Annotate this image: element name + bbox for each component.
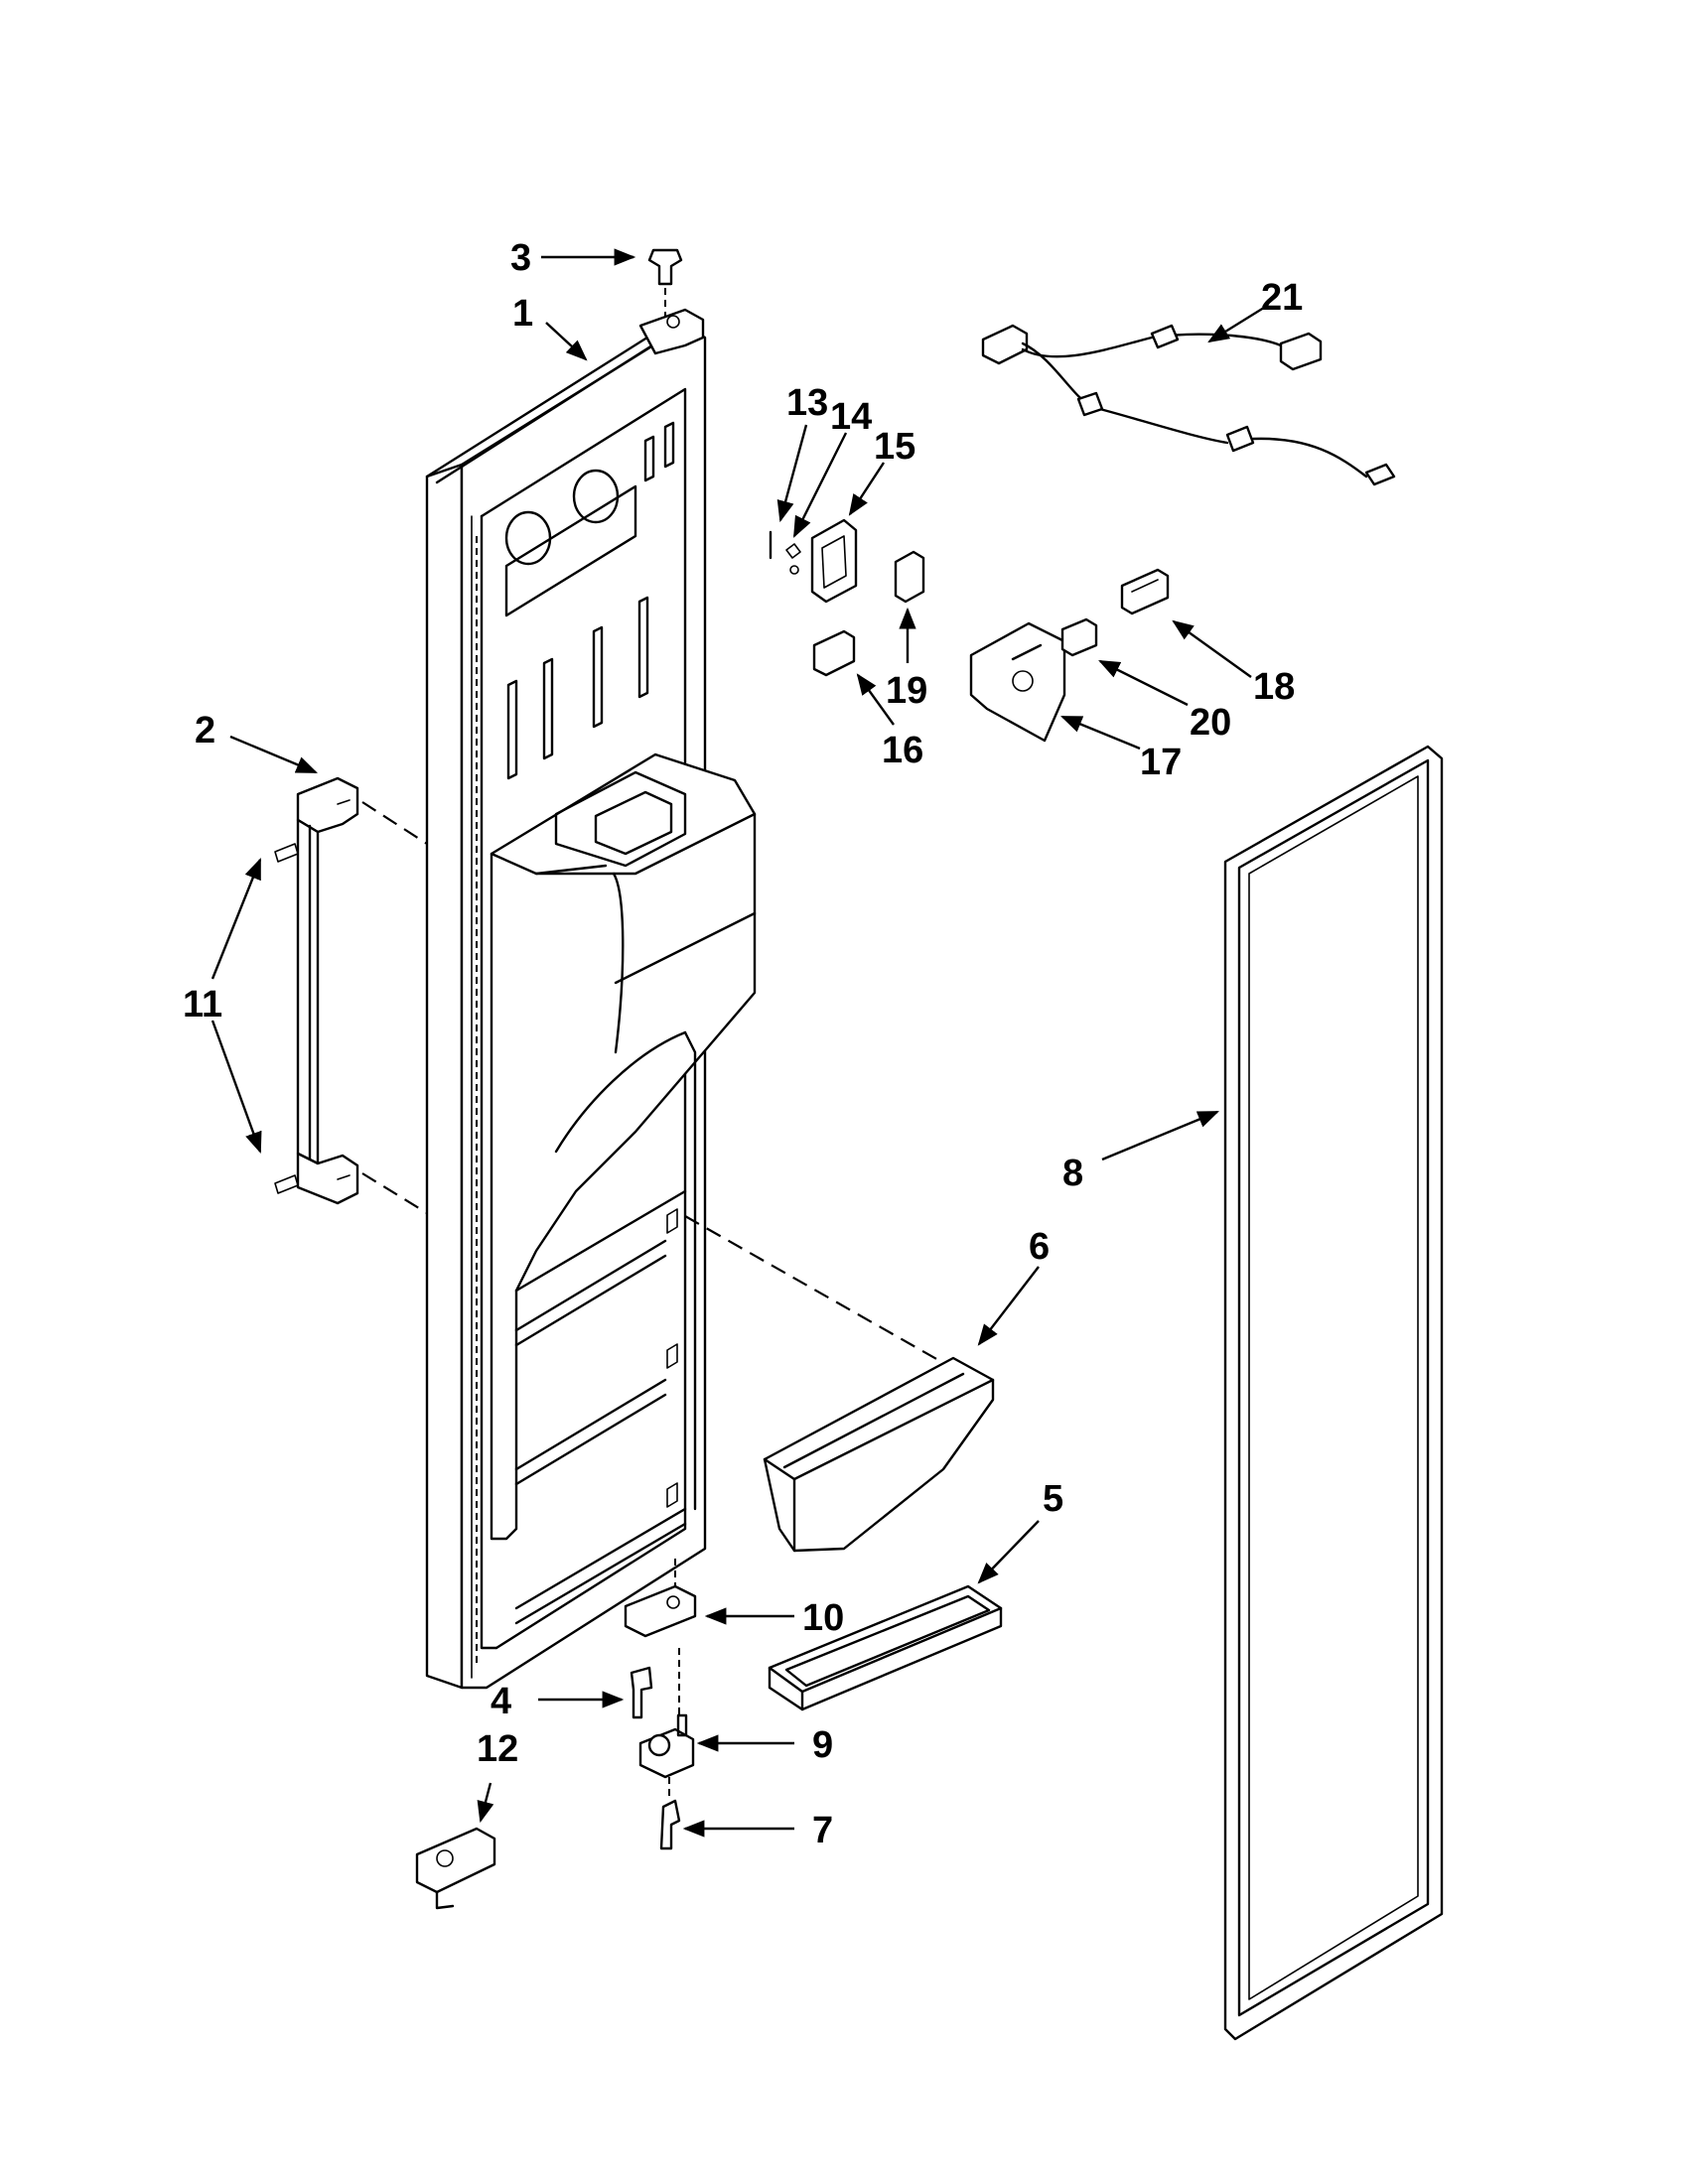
door-gasket bbox=[1223, 745, 1444, 2041]
callout-16: 16 bbox=[882, 730, 923, 771]
leader-18 bbox=[1172, 619, 1252, 678]
leader-6 bbox=[977, 1266, 1040, 1346]
plug-part bbox=[647, 248, 683, 318]
leader-5 bbox=[977, 1520, 1040, 1584]
door-bin bbox=[684, 1215, 995, 1553]
leader-2 bbox=[229, 735, 318, 774]
leader-17 bbox=[1060, 715, 1141, 751]
callout-7: 7 bbox=[812, 1810, 833, 1851]
callout-8: 8 bbox=[1062, 1153, 1083, 1194]
callout-6: 6 bbox=[1029, 1226, 1050, 1268]
callout-10: 10 bbox=[802, 1597, 844, 1639]
leader-11b bbox=[211, 1020, 262, 1155]
wire-harness bbox=[981, 324, 1396, 486]
callout-18: 18 bbox=[1253, 666, 1295, 708]
leader-1 bbox=[545, 322, 588, 361]
callout-17: 17 bbox=[1140, 742, 1182, 783]
callout-9: 9 bbox=[812, 1724, 833, 1766]
leader-16 bbox=[856, 673, 895, 726]
leader-13 bbox=[776, 424, 808, 523]
callout-5: 5 bbox=[1043, 1478, 1063, 1520]
control-parts bbox=[769, 518, 1170, 743]
callout-20: 20 bbox=[1190, 702, 1231, 744]
callout-1: 1 bbox=[512, 293, 533, 335]
hinge-parts bbox=[415, 1559, 697, 1910]
leader-14 bbox=[792, 432, 848, 538]
drip-tray bbox=[768, 1584, 1003, 1711]
leader-lines bbox=[211, 248, 1268, 1838]
leader-11a bbox=[211, 857, 262, 980]
callout-14: 14 bbox=[830, 396, 872, 438]
callout-4: 4 bbox=[491, 1681, 511, 1722]
callout-19: 19 bbox=[886, 670, 927, 712]
leader-21 bbox=[1207, 304, 1268, 343]
callout-13: 13 bbox=[786, 382, 828, 424]
callout-3: 3 bbox=[510, 237, 531, 279]
callout-11: 11 bbox=[183, 984, 222, 1025]
callout-labels: 3 1 2 11 21 13 14 15 19 16 18 20 17 8 6 … bbox=[183, 237, 1303, 1851]
leader-15 bbox=[848, 462, 886, 516]
callout-12: 12 bbox=[477, 1728, 518, 1770]
callout-15: 15 bbox=[874, 426, 915, 468]
callout-21: 21 bbox=[1261, 277, 1303, 319]
door-handle bbox=[274, 776, 428, 1214]
door-panel bbox=[425, 308, 757, 1690]
leader-12 bbox=[477, 1782, 494, 1824]
callout-2: 2 bbox=[195, 710, 215, 751]
leader-8 bbox=[1101, 1110, 1219, 1161]
leader-20 bbox=[1098, 659, 1189, 707]
